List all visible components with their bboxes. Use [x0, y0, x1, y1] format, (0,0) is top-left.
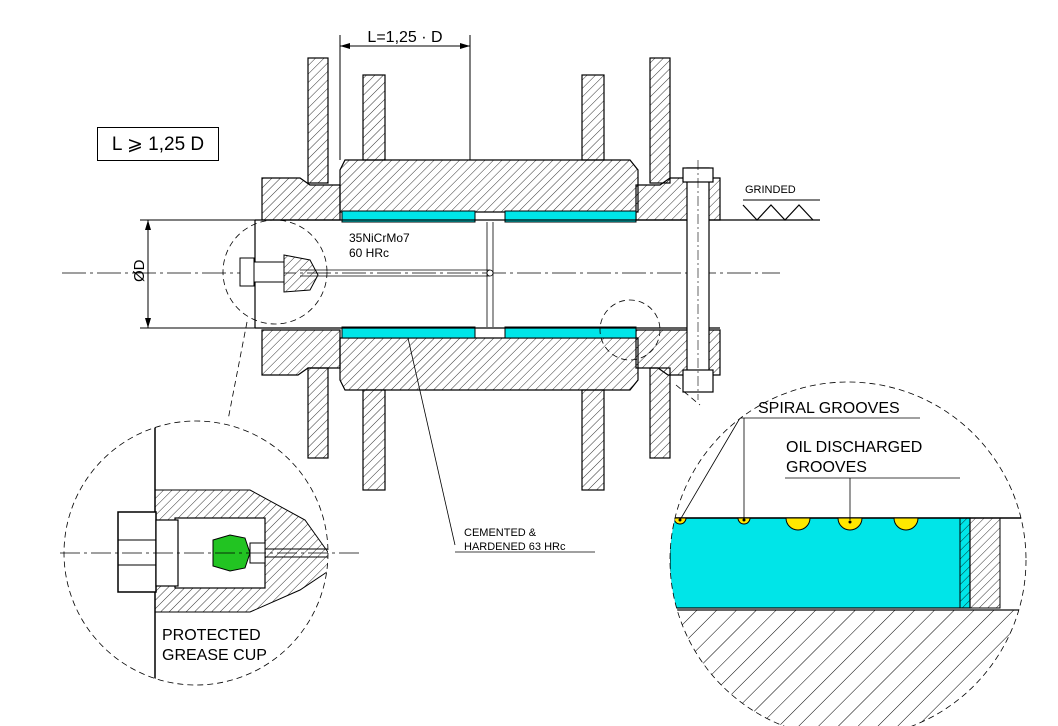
bushing-bottom-left [341, 326, 476, 339]
bushing-top-right [504, 210, 637, 223]
condition-text: L ⩾ 1,25 D [111, 133, 205, 155]
oil-grooves-line1: OIL DISCHARGED [786, 439, 922, 456]
plate-top-right-outer [649, 57, 671, 184]
plate-bottom-left-outer [307, 367, 329, 459]
detail-grease-cup: PROTECTED GREASE CUP [60, 420, 360, 686]
material-line1: 35NiCrMo7 [349, 231, 410, 245]
spiral-grooves-label: SPIRAL GROOVES [758, 400, 900, 417]
hub-top [339, 159, 639, 213]
plate-bottom-right-outer [649, 367, 671, 459]
diameter-label: ØD [131, 259, 148, 282]
grease-cup-line1: PROTECTED [162, 627, 261, 644]
bushing-top-left [341, 210, 476, 223]
grease-cup-hex [117, 511, 157, 593]
condition-box: L ⩾ 1,25 D [97, 127, 219, 161]
plate-bottom-left-inner [362, 389, 386, 491]
treatment-line2: HARDENED 63 HRc [464, 541, 566, 553]
dimension-length-label: L=1,25 · D [367, 29, 442, 46]
grinded-label: GRINDED [745, 184, 796, 196]
bushing-bottom-right [504, 326, 637, 339]
bushing-section [670, 517, 971, 609]
plate-top-left-outer [307, 57, 329, 184]
hub-bottom [339, 337, 639, 391]
treatment-line1: CEMENTED & [464, 527, 537, 539]
housing-top-left [261, 177, 341, 221]
oil-grooves-line2: GROOVES [786, 459, 867, 476]
grease-cup-line2: GREASE CUP [162, 647, 267, 664]
housing-bottom-left [261, 329, 341, 376]
plate-top-right-inner [581, 74, 605, 161]
plate-bottom-right-inner [581, 389, 605, 491]
detail-marker-left [222, 219, 328, 325]
detail-marker-right [599, 299, 661, 361]
material-line2: 60 HRc [349, 246, 389, 260]
main-assembly: L=1,25 · D [62, 29, 820, 553]
detail-grooves: SPIRAL GROOVES OIL DISCHARGED GROOVES [669, 381, 1027, 726]
plate-top-left-inner [362, 74, 386, 161]
